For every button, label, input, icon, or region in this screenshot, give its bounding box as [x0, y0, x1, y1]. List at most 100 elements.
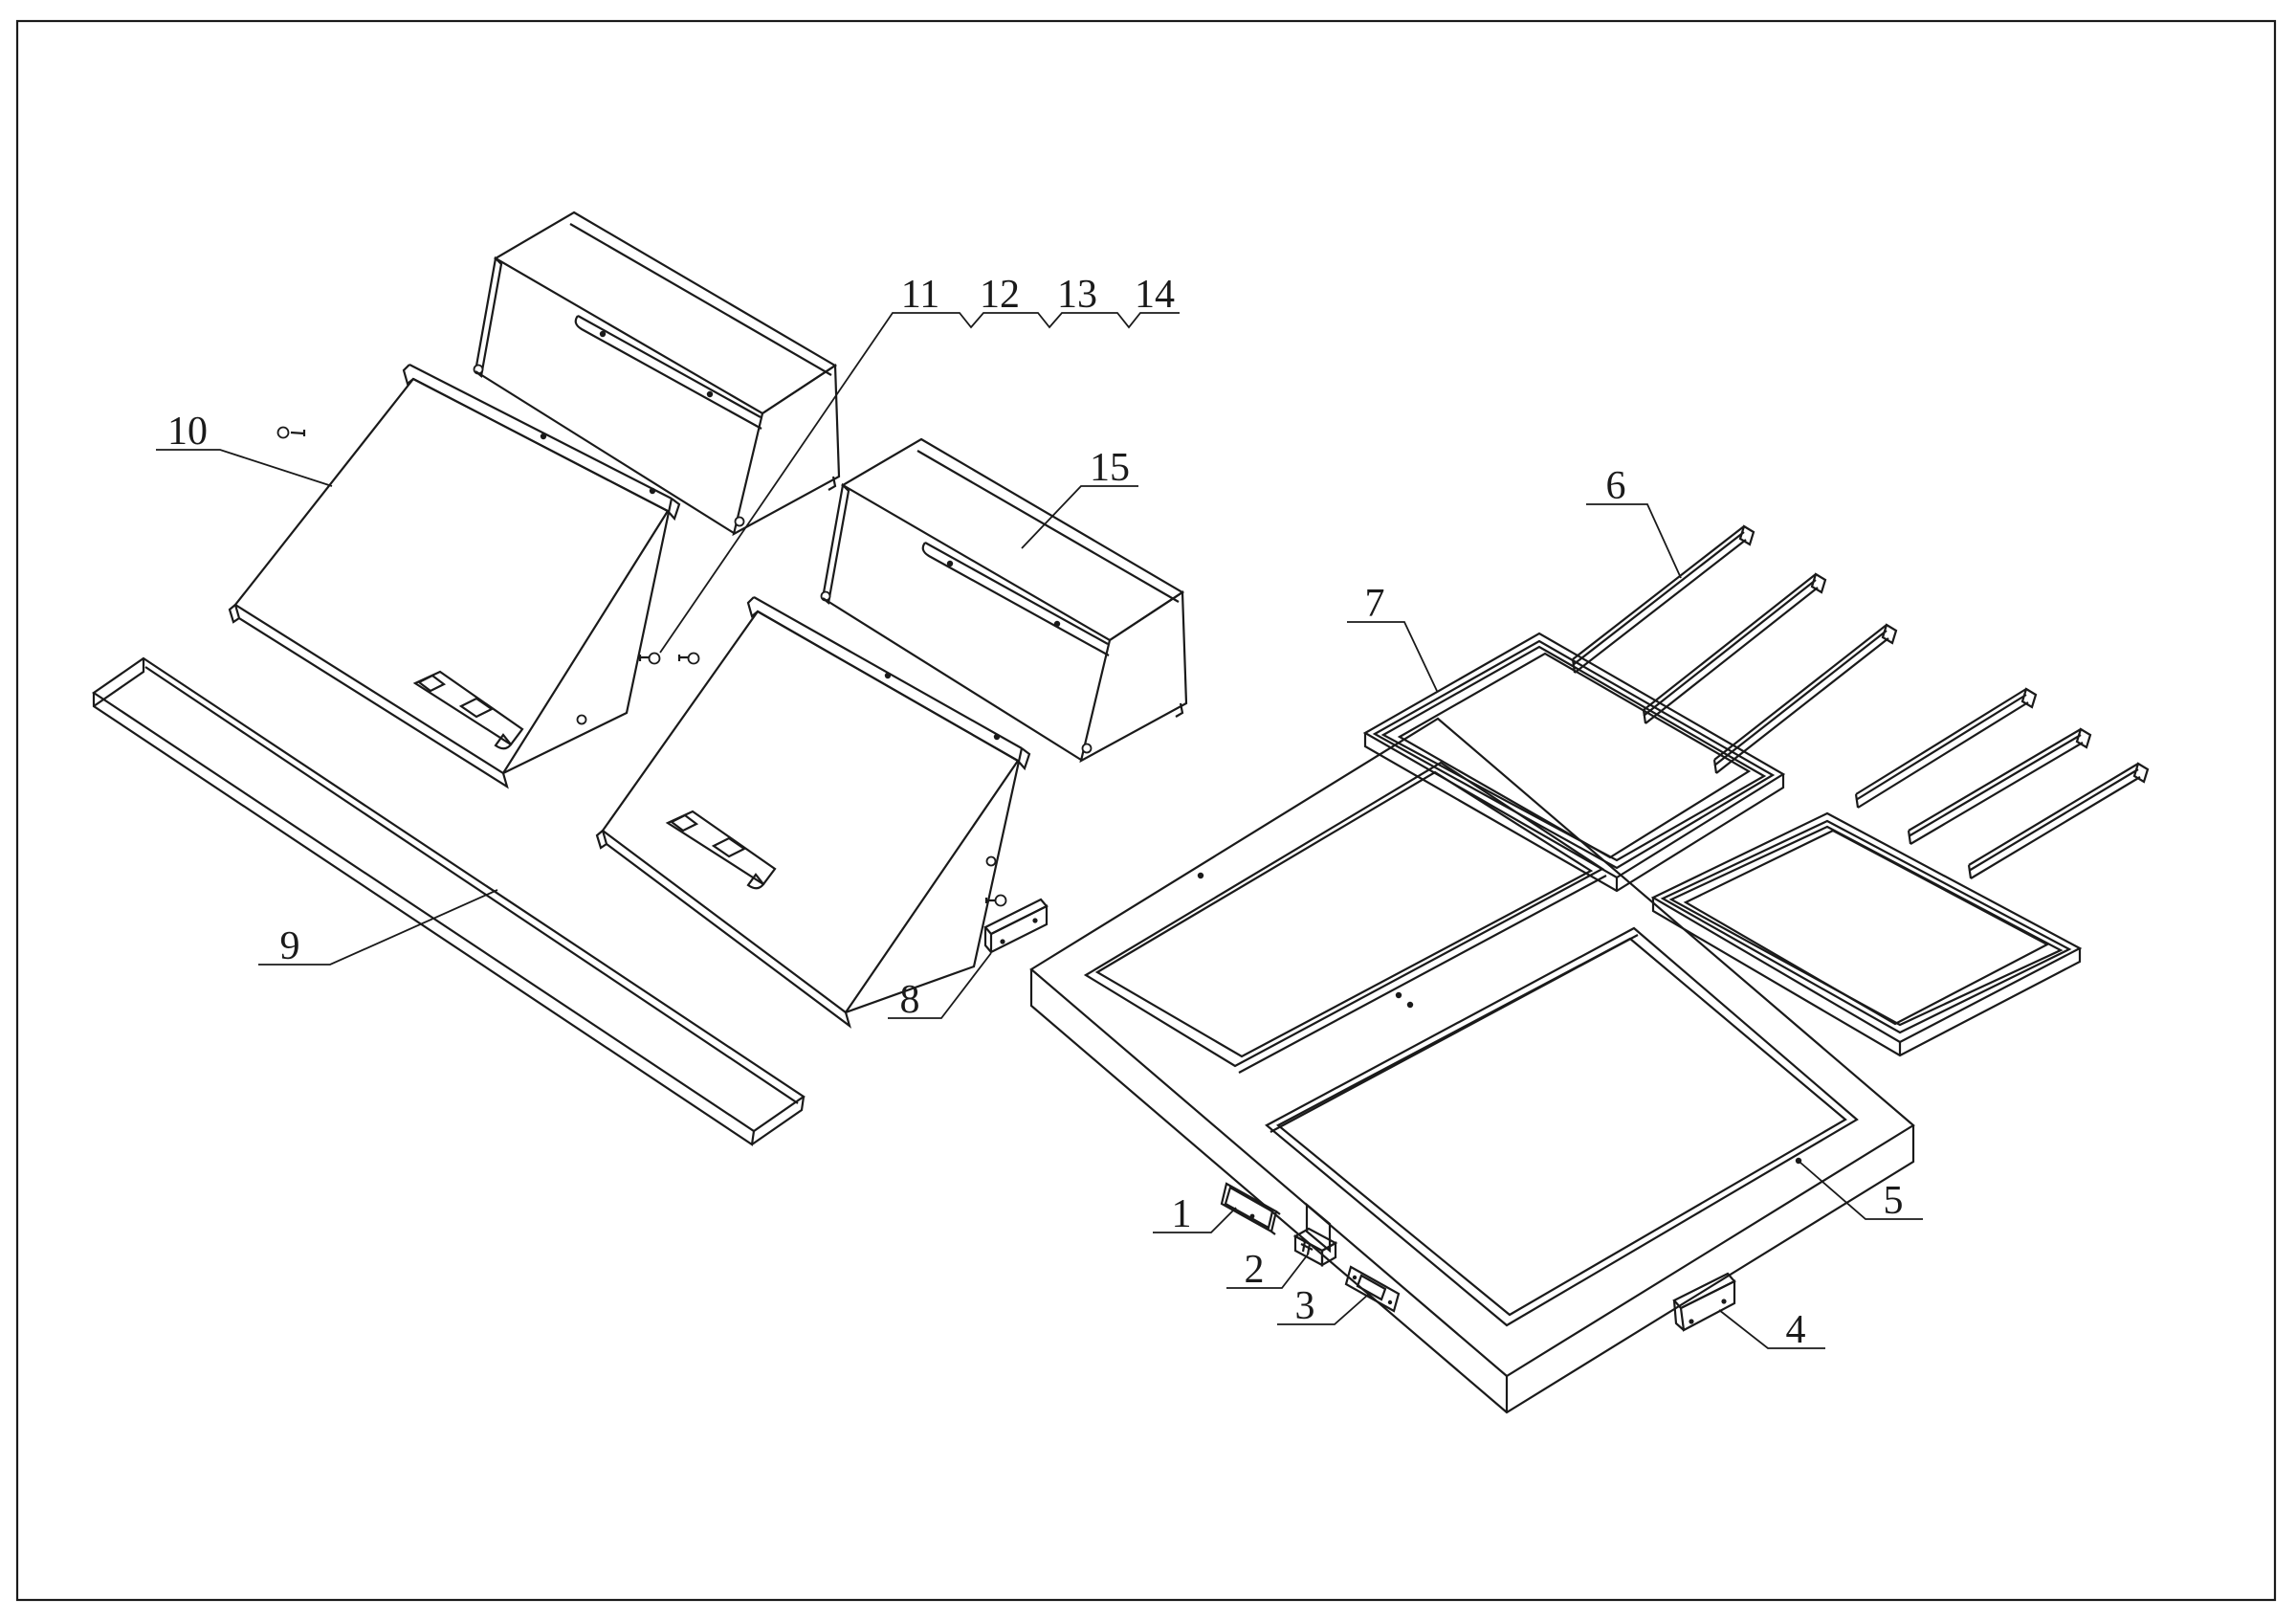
- support-bar: [1712, 623, 1898, 774]
- crossbar-hole-dot: [1406, 1001, 1414, 1009]
- tray-floor: [1683, 829, 2050, 1026]
- part-label-8: 8: [900, 978, 920, 1022]
- bar-end-cap: [2020, 687, 2038, 709]
- screw-icon: [677, 652, 700, 665]
- shelf-plank: [92, 656, 806, 1146]
- part-label-4: 4: [1786, 1308, 1806, 1352]
- hood-top-panel: [840, 437, 1185, 642]
- plate-slot: [1356, 1274, 1387, 1301]
- bar-end-cap: [1738, 524, 1755, 546]
- angle-bracket-right: [1672, 1272, 1736, 1332]
- hood-inner-rail: [921, 542, 1110, 656]
- frame-opening-right-lip: [1276, 937, 1847, 1317]
- cover-slope-face: [233, 377, 670, 775]
- hood-bottom-edge: [822, 597, 1082, 761]
- rail-screw-dot: [599, 330, 607, 338]
- tray-thickness: [1651, 898, 2082, 1057]
- hood-top-panel: [493, 211, 838, 415]
- side-hole-icon: [576, 714, 587, 725]
- leader-line-7: [1347, 621, 1438, 692]
- cover-bottom-thickness: [595, 830, 851, 1029]
- leader-line-2: [1226, 1254, 1309, 1289]
- plate-hole-dot: [1352, 1275, 1358, 1280]
- hood-inner-rail: [574, 315, 762, 430]
- part-labels: 1 2 3 4 5 6 7 8 9 10 11 12 13 14 15: [167, 273, 1904, 1352]
- cover-slope-face: [601, 610, 1020, 1014]
- tray-rim-line: [1372, 639, 1776, 870]
- part-label-15: 15: [1090, 446, 1130, 490]
- bracket-hole-dot: [1689, 1319, 1694, 1324]
- lock-block: [1292, 1227, 1338, 1267]
- frame-crossbar-edges: [1238, 875, 1639, 1133]
- base-frame: [1029, 717, 1915, 1414]
- tray-thickness: [1363, 733, 1785, 893]
- hood-side-foot: [1175, 702, 1184, 718]
- hood-ridge-line: [569, 223, 832, 376]
- leader-line-10: [156, 449, 333, 487]
- plate-hole-dot: [1249, 1213, 1255, 1219]
- support-bar: [1967, 762, 2150, 879]
- part-label-1: 1: [1172, 1192, 1192, 1236]
- inner-tray-lower: [1650, 811, 2083, 1057]
- block-side-face: [1320, 1241, 1337, 1267]
- leader-line-1: [1153, 1207, 1237, 1233]
- part-label-13: 13: [1057, 273, 1097, 317]
- tray-rim-line: [1668, 825, 2064, 1027]
- page-border: [15, 19, 2277, 1602]
- sloped-cover-left: [228, 364, 681, 789]
- hood-ridge-line: [916, 450, 1180, 603]
- hood-bottom-edge: [475, 370, 735, 534]
- leader-line-11-14: [659, 312, 1180, 654]
- hood-side-hole-icon: [1081, 743, 1093, 754]
- part-label-9: 9: [280, 924, 300, 968]
- leader-line-9: [258, 889, 498, 966]
- screw-fasteners: [276, 426, 1007, 907]
- block-keyway-mark: [1300, 1240, 1314, 1255]
- frame-opening-right: [1265, 926, 1859, 1327]
- hood-side-foot: [828, 476, 837, 491]
- support-bars: [1571, 524, 2150, 879]
- part-label-14: 14: [1135, 273, 1175, 317]
- tray-rim-line: [1660, 819, 2072, 1034]
- hood-left-flange: [474, 255, 503, 379]
- bracket-face: [989, 904, 1049, 954]
- support-bar: [1642, 572, 1827, 724]
- part-label-7: 7: [1365, 582, 1385, 626]
- support-bar: [1854, 687, 2038, 809]
- side-hole-icon: [985, 855, 997, 867]
- hood-side-hole-icon: [734, 516, 745, 527]
- bar-end-cap: [1810, 572, 1827, 594]
- bar-end-cap: [1881, 623, 1898, 645]
- striker-plate: [1344, 1265, 1401, 1313]
- bracket-face: [1679, 1279, 1736, 1332]
- plank-thickness: [92, 658, 756, 1146]
- plate-outline: [1344, 1265, 1401, 1313]
- drawing-content: [15, 19, 2277, 1602]
- bar-end-cap: [2132, 762, 2150, 784]
- angle-bracket-left: [983, 898, 1049, 954]
- plank-end-cap: [751, 1096, 806, 1145]
- door-handle-icon: [665, 810, 777, 890]
- part-label-11: 11: [901, 273, 939, 317]
- rear-hood-left: [473, 211, 841, 537]
- part-label-3: 3: [1295, 1284, 1315, 1328]
- plate-hole-dot: [1387, 1299, 1393, 1305]
- rim-hole-dot: [1197, 872, 1204, 879]
- part-label-5: 5: [1884, 1179, 1904, 1223]
- rail-screw-dot: [540, 433, 547, 440]
- part-label-12: 12: [980, 273, 1020, 317]
- door-handle-icon: [412, 670, 524, 750]
- bracket-hole-dot: [1721, 1299, 1727, 1304]
- screw-icon: [276, 426, 306, 439]
- rail-screw-dot: [706, 390, 714, 398]
- tray-rim-line: [1380, 645, 1767, 862]
- frame-thickness: [1029, 969, 1915, 1414]
- tray-floor: [1397, 652, 1752, 859]
- leader-line-5: [1799, 1162, 1923, 1220]
- leader-line-8: [888, 952, 992, 1019]
- part-label-2: 2: [1245, 1248, 1265, 1292]
- hood-left-flange: [821, 482, 850, 606]
- frame-opening-left-lip: [1094, 770, 1594, 1058]
